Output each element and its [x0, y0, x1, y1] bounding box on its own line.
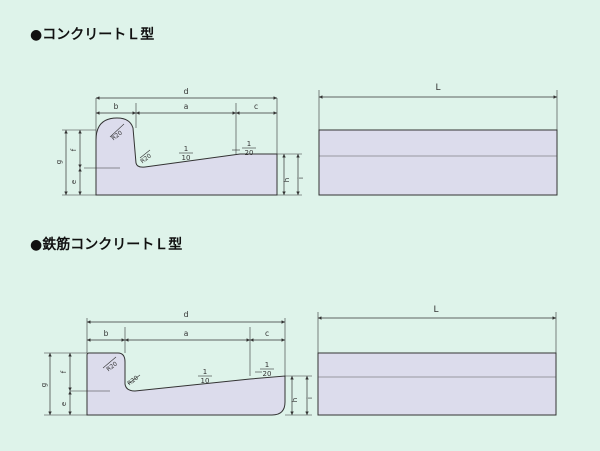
- label-c-1: c: [254, 102, 258, 111]
- slope2-numerator-2: 1: [265, 361, 269, 369]
- section-title-rc-concrete-l: ●鉄筋コンクリートＬ型: [30, 237, 183, 253]
- label-g-2: g: [40, 383, 48, 387]
- label-L-1: L: [435, 83, 440, 93]
- label-f-2: f: [60, 370, 68, 373]
- slope1-denominator-2: 10: [201, 377, 210, 385]
- label-h-1: h: [283, 178, 291, 182]
- label-h-2: h: [291, 398, 299, 402]
- label-a-2: a: [184, 329, 189, 338]
- label-d-1: d: [183, 87, 188, 96]
- label-d-2: d: [183, 310, 188, 319]
- slope1-numerator-2: 1: [203, 368, 207, 376]
- slope2-denominator-1: 20: [245, 149, 254, 157]
- side-view-2: [317, 352, 557, 416]
- label-c-2: c: [265, 329, 269, 338]
- label-L-2: L: [433, 305, 438, 315]
- label-a-1: a: [184, 102, 189, 111]
- label-e-2: e: [60, 402, 68, 406]
- diagram-rc-concrete-l: d b a c g f e h i R20 R20 1 10: [40, 305, 557, 416]
- l-gutter-profile-1: [95, 117, 278, 196]
- label-b-1: b: [114, 102, 119, 111]
- label-i-2: i: [306, 397, 314, 399]
- diagram-concrete-l: d b a c g f e h i R20 R20 1 10: [55, 83, 558, 196]
- slope1-numerator-1: 1: [184, 145, 188, 153]
- section-title-concrete-l: ●コンクリートＬ型: [30, 27, 155, 43]
- label-i-1: i: [297, 177, 305, 179]
- label-f-1: f: [70, 148, 78, 151]
- slope1-denominator-1: 10: [182, 154, 191, 162]
- slope2-denominator-2: 20: [263, 370, 272, 378]
- l-gutter-profile-2: [86, 352, 286, 416]
- label-e-1: e: [70, 180, 78, 184]
- label-b-2: b: [104, 329, 109, 338]
- slope2-numerator-1: 1: [247, 140, 251, 148]
- side-view-1: [318, 129, 558, 196]
- label-r20-bottom-1: R20: [139, 152, 153, 165]
- label-g-1: g: [55, 160, 63, 164]
